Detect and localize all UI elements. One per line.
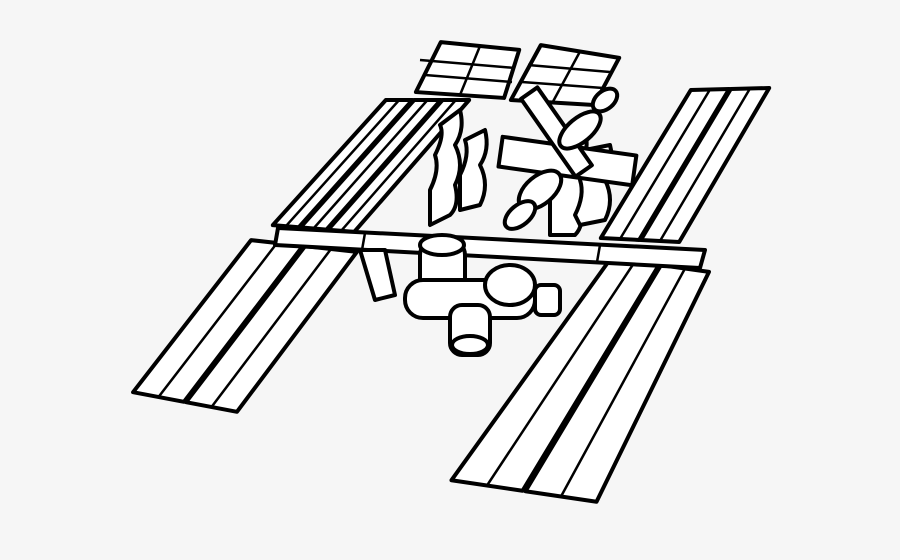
lower-right-array-panel-divider <box>485 260 637 487</box>
main-truss <box>273 226 707 302</box>
top-array-divider <box>424 73 513 84</box>
pressurized-modules <box>403 233 562 357</box>
upper-left-array-panel-divider <box>284 99 401 228</box>
central-modules <box>496 85 639 231</box>
lower-left-array-panel-divider <box>157 242 278 398</box>
lower-right-array-panel-divider <box>559 267 687 498</box>
top-right-array-panel-divider <box>551 50 582 104</box>
top-array-divider <box>521 80 604 90</box>
top-array-divider <box>527 63 611 74</box>
lower-left-array-panel-divider <box>210 248 332 408</box>
upper-right-array-panel-divider <box>618 88 712 240</box>
lower-right-array-panel <box>523 263 711 504</box>
upper-right-array-panel-divider <box>658 87 752 242</box>
upper-left-array-panel-divider <box>312 99 429 230</box>
top-array-divider <box>419 58 516 70</box>
upper-left-array-panel-divider <box>340 99 457 232</box>
upper-small-solar-arrays <box>413 40 622 107</box>
lower-left-solar-array <box>131 238 359 414</box>
upper-right-solar-array <box>598 86 772 244</box>
top-left-array-panel-divider <box>458 45 482 96</box>
top-left-array-panel <box>413 40 522 100</box>
